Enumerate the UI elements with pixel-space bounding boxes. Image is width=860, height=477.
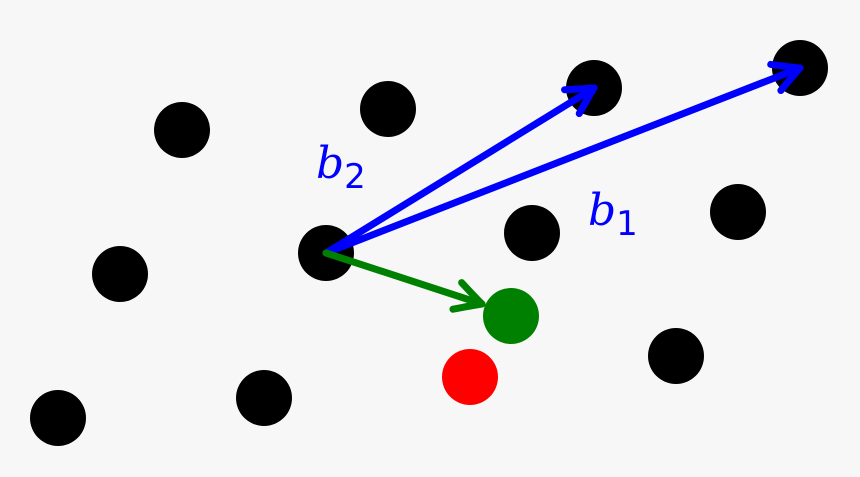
green-target-point (483, 288, 539, 344)
lattice-point (504, 205, 560, 261)
arrowhead-icon (449, 279, 486, 313)
vectors (322, 60, 804, 313)
lattice-point (92, 246, 148, 302)
vector-b2 (322, 84, 598, 257)
lattice-point (648, 328, 704, 384)
lattice-point (360, 81, 416, 137)
lattice-points (30, 40, 828, 446)
arrowhead-icon (561, 84, 598, 118)
lattice-point (710, 184, 766, 240)
vector-b1 (322, 60, 804, 257)
vector-green-arrow (322, 249, 486, 313)
label-b1: b1 (588, 185, 638, 244)
lattice-point (30, 390, 86, 446)
red-query-point (442, 349, 498, 405)
arrowhead-icon (767, 60, 804, 94)
lattice-point (154, 102, 210, 158)
label-b2: b2 (316, 138, 366, 197)
lattice-point (236, 370, 292, 426)
